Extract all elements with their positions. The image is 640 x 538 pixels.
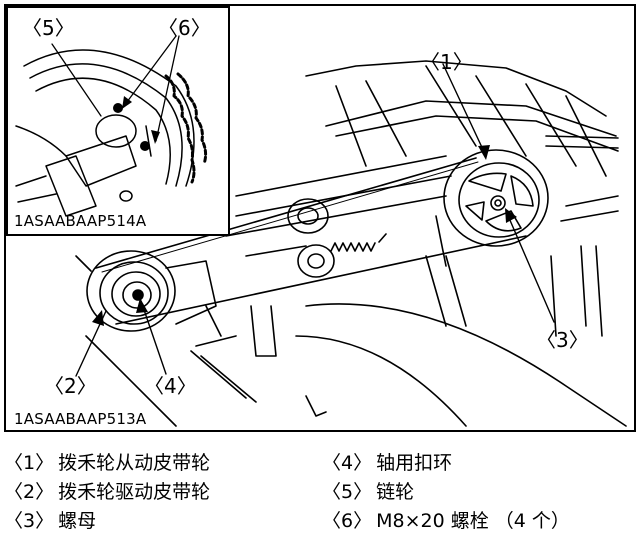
legend-text: M8×20 螺栓 （4 个） [376, 510, 570, 532]
legend-number: 〈2〉 [4, 481, 55, 503]
legend-number: 〈1〉 [4, 452, 55, 474]
legend-number: 〈6〉 [322, 510, 373, 532]
callout-6: 〈6〉 [158, 16, 211, 40]
legend-item: 〈4〉轴用扣环 [322, 452, 452, 474]
callout-3: 〈3〉 [536, 328, 589, 352]
legend-item: 〈1〉拨禾轮从动皮带轮 [4, 452, 210, 474]
mechanism-drawing [6, 6, 627, 427]
parts-legend: 〈1〉拨禾轮从动皮带轮 〈2〉拨禾轮驱动皮带轮 〈3〉螺母 〈4〉轴用扣环 〈5… [0, 448, 640, 538]
legend-number: 〈4〉 [322, 452, 373, 474]
legend-number: 〈5〉 [322, 481, 373, 503]
legend-text: 拨禾轮从动皮带轮 [58, 452, 211, 474]
legend-item: 〈5〉链轮 [322, 481, 414, 503]
legend-text: 链轮 [376, 481, 415, 503]
legend-text: 拨禾轮驱动皮带轮 [58, 481, 211, 503]
legend-number: 〈3〉 [4, 510, 55, 532]
callout-1: 〈1〉 [420, 50, 473, 74]
legend-text: 螺母 [58, 510, 97, 532]
inset-figure-code: 1ASAABAAP514A [14, 212, 147, 230]
legend-item: 〈6〉M8×20 螺栓 （4 个） [322, 510, 570, 532]
legend-item: 〈2〉拨禾轮驱动皮带轮 [4, 481, 210, 503]
callout-2: 〈2〉 [44, 374, 97, 398]
callout-5: 〈5〉 [22, 16, 75, 40]
callout-4: 〈4〉 [144, 374, 197, 398]
legend-item: 〈3〉螺母 [4, 510, 96, 532]
figure-frame: 〈5〉 〈6〉 〈1〉 〈3〉 〈2〉 〈4〉 1ASAABAAP514A 1A… [4, 4, 636, 432]
main-figure-code: 1ASAABAAP513A [14, 410, 147, 428]
legend-text: 轴用扣环 [376, 452, 453, 474]
